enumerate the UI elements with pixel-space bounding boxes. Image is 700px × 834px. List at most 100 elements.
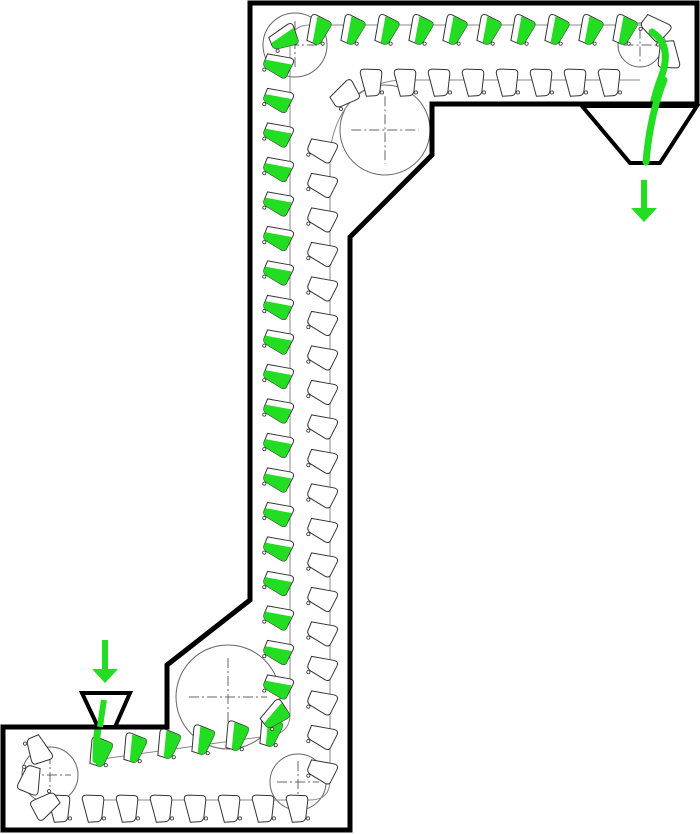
bucket-pin (22, 764, 27, 769)
bucket-body (16, 765, 41, 796)
outlet-material (642, 76, 668, 166)
inlet-hopper (78, 691, 134, 729)
bucket-load (346, 16, 366, 45)
bucket (262, 122, 295, 148)
bucket-pin (306, 187, 311, 192)
bucket (262, 536, 295, 562)
bucket-body (461, 68, 485, 97)
bucket (183, 794, 208, 823)
bucket-pin (456, 41, 461, 46)
bucket-body (81, 794, 105, 823)
hoppers (78, 76, 700, 729)
bucket (259, 698, 291, 732)
bucket-body (529, 68, 553, 97)
bucket (285, 794, 310, 823)
bucket-pin (23, 741, 28, 746)
bucket-pin (558, 41, 563, 46)
bucket-body (307, 690, 339, 716)
bucket-pin (306, 532, 311, 537)
bucket (16, 764, 41, 796)
bucket-body (251, 794, 275, 823)
bucket (306, 586, 339, 613)
bucket-load (414, 16, 434, 45)
bucket-load (263, 335, 292, 355)
bucket-pin (617, 90, 622, 95)
bucket-pin (306, 394, 311, 399)
bucket-body (30, 792, 61, 821)
bucket-pin (388, 41, 393, 46)
bucket (149, 794, 174, 823)
bucket-pin (101, 816, 106, 821)
bucket (262, 398, 295, 424)
bucket (306, 172, 339, 199)
bucket-pin (481, 90, 486, 95)
bucket-load (584, 16, 604, 45)
bucket-load (197, 726, 215, 755)
bucket-chain (16, 13, 681, 823)
bucket-body (307, 207, 339, 233)
bucket-pin (305, 816, 310, 821)
bucket (262, 432, 295, 459)
bucket-pin (379, 90, 384, 95)
bucket-load (271, 28, 299, 49)
bucket (115, 794, 140, 823)
discharge-arrow-head (631, 208, 657, 222)
bucket-pin (262, 205, 267, 210)
bucket-body (563, 68, 587, 97)
bucket-load (448, 16, 468, 45)
bucket-body (393, 68, 417, 97)
bucket-load (263, 404, 292, 424)
bucket-pin (306, 463, 311, 468)
bucket-pin (306, 359, 311, 364)
bucket-pin (262, 447, 267, 452)
bucket (544, 13, 570, 46)
bucket (262, 570, 295, 597)
bucket (495, 68, 520, 97)
inlet-material (97, 699, 107, 728)
bucket-pin (262, 688, 267, 693)
bucket-load (263, 163, 292, 182)
bucket-body (285, 794, 309, 823)
bucket-pin (320, 41, 325, 46)
bucket-pin (262, 412, 267, 417)
bucket-pin (171, 755, 176, 760)
flow-arrows (92, 180, 657, 683)
bucket-body (307, 655, 339, 682)
bucket-pin (626, 41, 631, 46)
bucket-pin (237, 816, 242, 821)
bucket (563, 68, 588, 97)
bucket (262, 260, 295, 286)
bucket (217, 794, 242, 823)
bucket-body (307, 414, 339, 440)
bucket-pin (306, 773, 311, 778)
bucket-body (183, 794, 207, 823)
bucket (329, 79, 360, 111)
bucket-body (307, 517, 339, 544)
bucket-pin (490, 41, 495, 46)
bucket (374, 13, 400, 46)
bucket-load (263, 232, 292, 251)
bucket-load (380, 16, 400, 45)
bucket-pin (262, 171, 267, 176)
bucket-load (263, 611, 292, 631)
bucket (306, 483, 339, 509)
bucket-pin (273, 743, 278, 748)
bucket-body (359, 68, 383, 97)
bucket-pin (203, 816, 208, 821)
bucket (408, 13, 434, 46)
bucket (306, 759, 339, 785)
bucket (306, 552, 339, 578)
bucket-pin (169, 816, 174, 821)
bucket-load (550, 16, 570, 45)
bucket-body (217, 794, 241, 823)
bucket (262, 674, 295, 700)
bucket-body (495, 68, 519, 97)
bucket-load (263, 301, 292, 320)
bucket-body (307, 483, 339, 509)
chain-return-run (95, 79, 640, 801)
bucket-body (307, 379, 339, 406)
bucket (597, 68, 622, 97)
bucket-body (307, 724, 339, 751)
